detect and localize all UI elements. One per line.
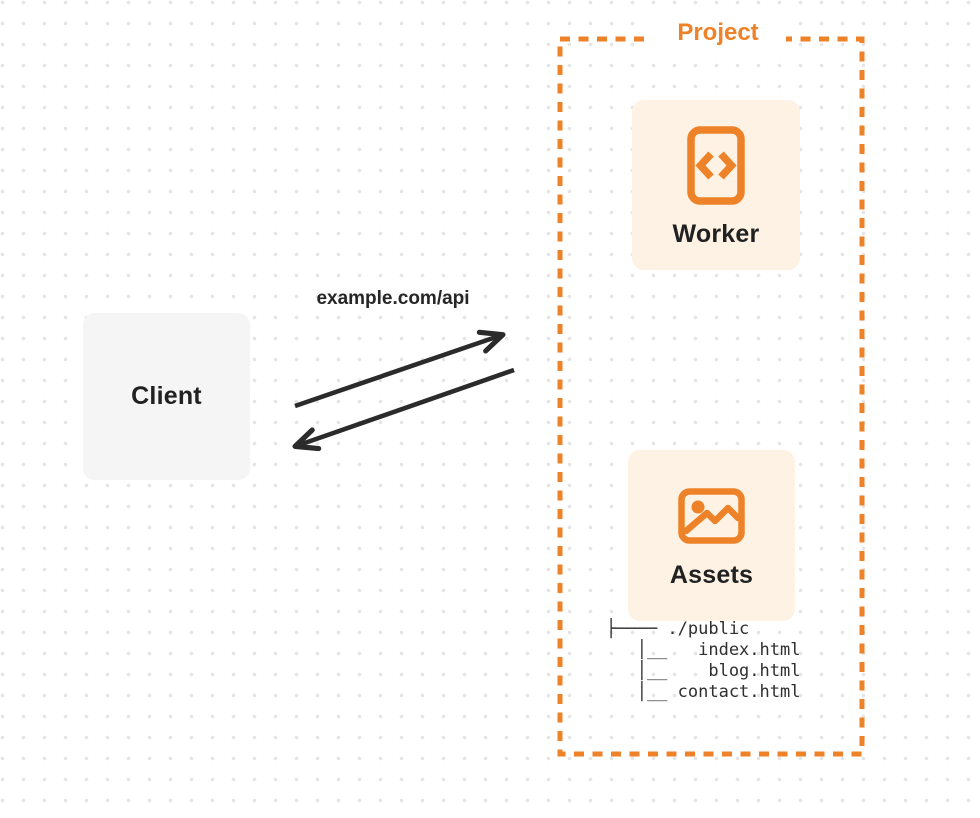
client-node: Client [83, 313, 250, 480]
assets-label: Assets [669, 560, 754, 589]
code-file-icon [687, 125, 745, 205]
client-label: Client [131, 382, 202, 410]
assets-node: Assets [628, 450, 795, 621]
request-arrow [294, 329, 506, 409]
image-icon [678, 487, 745, 544]
request-url-label: example.com/api [316, 288, 470, 309]
worker-node: Worker [632, 100, 800, 270]
assets-file-tree: ├──── ./public │__ index.html │__ blog.h… [606, 619, 801, 702]
response-arrow [292, 367, 515, 452]
worker-label: Worker [672, 219, 760, 248]
project-boundary-label: Project [650, 17, 786, 49]
